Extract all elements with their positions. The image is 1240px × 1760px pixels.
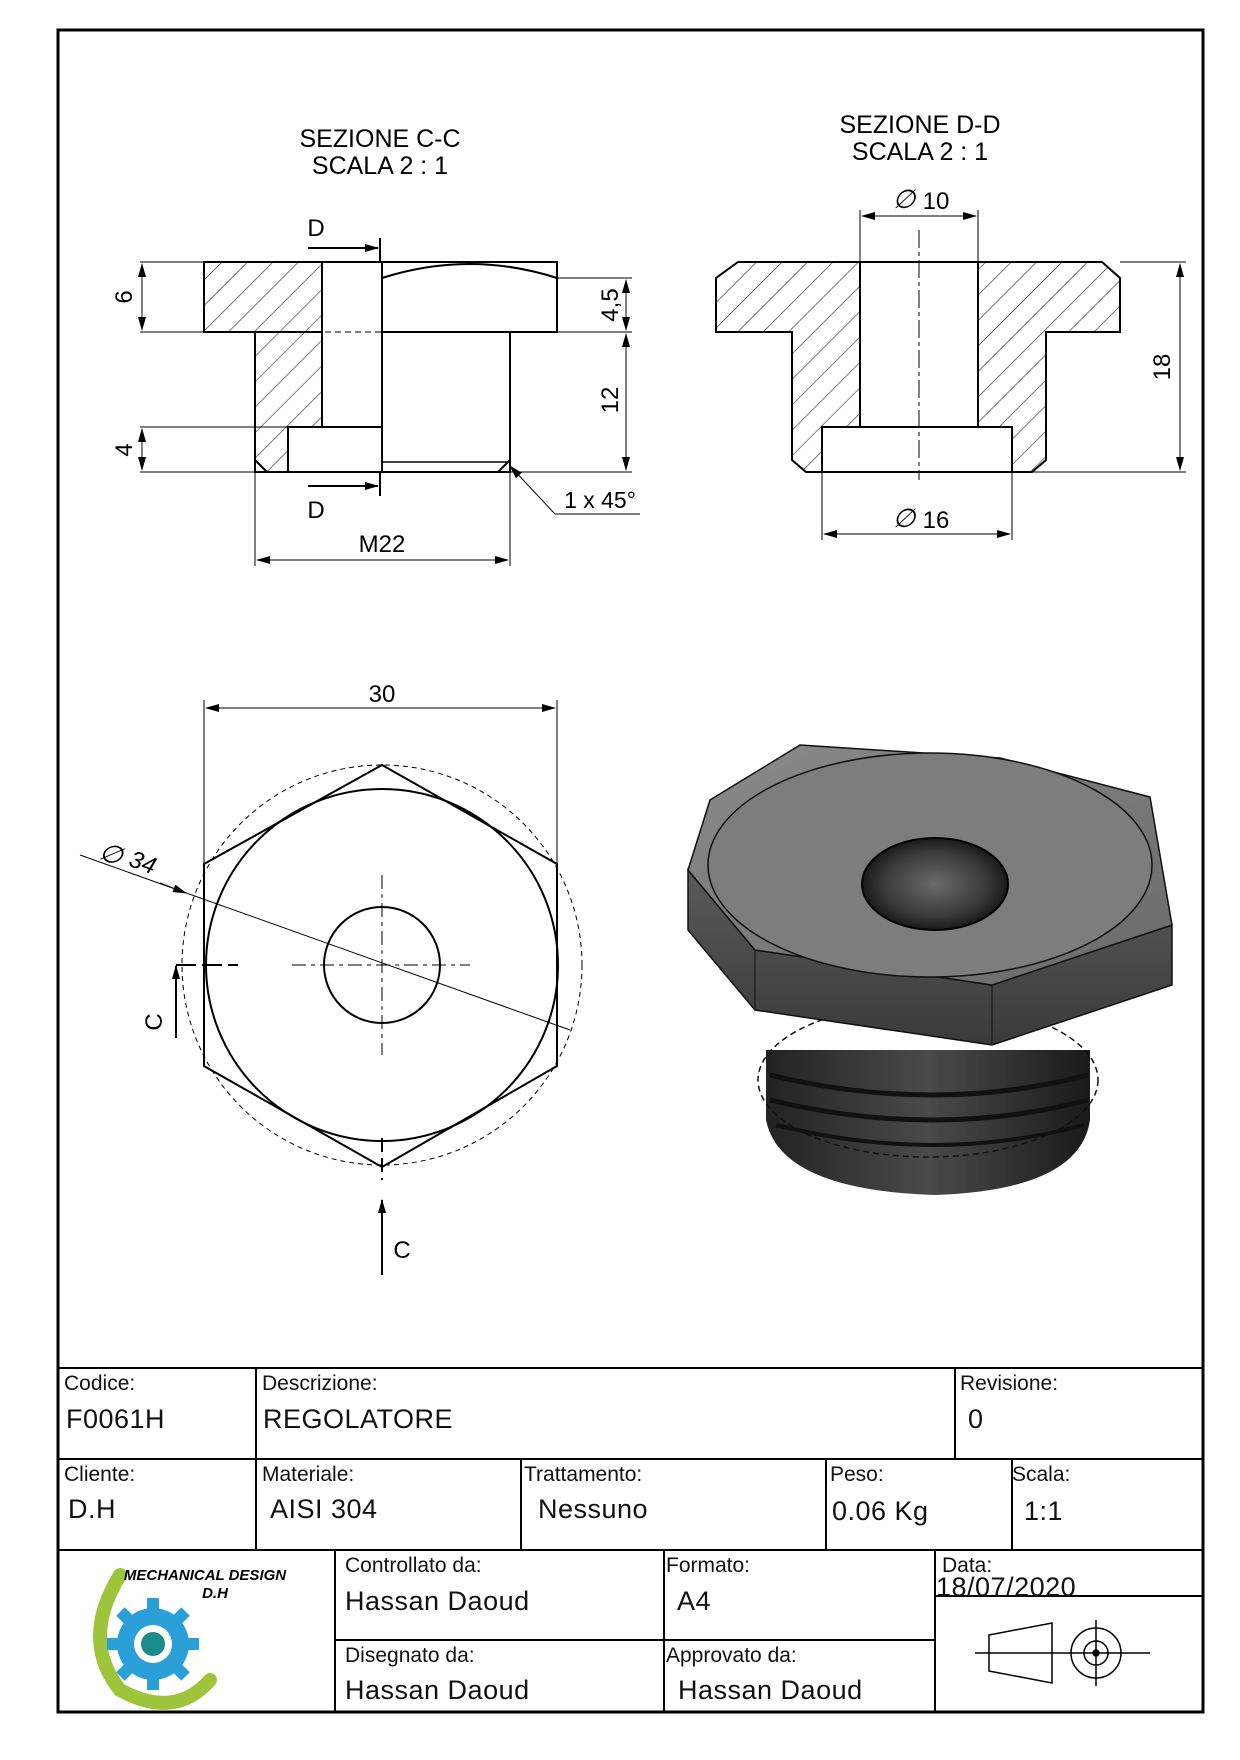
disegnato-label: Disegnato da:	[345, 1644, 475, 1667]
section-marker-d-top: D	[307, 215, 324, 242]
section-cc-scale: SCALA 2 : 1	[312, 152, 448, 180]
formato-label: Formato:	[666, 1554, 751, 1577]
data-label: Data:	[942, 1554, 993, 1577]
dim-bore-symbol: ∅	[893, 184, 917, 214]
dim-circle-symbol: ∅	[95, 836, 128, 872]
mechanical-design-logo: MECHANICAL DESIGN D.H	[93, 1567, 287, 1710]
materiale-value: AISI 304	[270, 1494, 378, 1524]
descrizione-value: REGOLATORE	[263, 1404, 454, 1434]
dim-thread: M22	[359, 531, 406, 558]
sheet-border	[56, 28, 1205, 1714]
dim-counterbore: 16	[923, 507, 950, 534]
codice-value: F0061H	[66, 1404, 166, 1434]
logo-text-line2: D.H	[202, 1585, 229, 1602]
revisione-label: Revisione:	[960, 1372, 1059, 1395]
data-value: 18/07/2020	[936, 1572, 1077, 1602]
section-dd-title: SEZIONE D-D	[839, 111, 1000, 139]
first-angle-projection-symbol	[975, 1620, 1150, 1686]
logo-text-line1: MECHANICAL DESIGN	[124, 1567, 287, 1584]
descrizione-label: Descrizione:	[262, 1372, 378, 1395]
dim-circle: 34	[125, 846, 159, 881]
dim-bore: 10	[923, 188, 950, 215]
revisione-value: 0	[968, 1404, 984, 1434]
section-cc-view: SEZIONE C-C SCALA 2 : 1 D D 6	[111, 125, 640, 566]
peso-label: Peso:	[830, 1463, 884, 1486]
section-marker-d-bottom: D	[307, 497, 324, 524]
section-marker-c-bottom: C	[393, 1237, 410, 1264]
disegnato-value: Hassan Daoud	[345, 1675, 530, 1705]
controllato-label: Controllato da:	[345, 1554, 482, 1577]
formato-value: A4	[677, 1586, 712, 1616]
dim-counterbore-symbol: ∅	[893, 503, 917, 533]
scala-label: Scala:	[1012, 1463, 1071, 1486]
peso-value: 0.06 Kg	[832, 1496, 929, 1526]
approvato-label: Approvato da:	[666, 1644, 797, 1667]
cliente-label: Cliente:	[64, 1463, 136, 1486]
trattamento-label: Trattamento:	[524, 1463, 643, 1486]
dim-bottom-height: 4	[111, 443, 138, 456]
dim-top-chamfer: 4,5	[597, 288, 624, 321]
section-dd-view: SEZIONE D-D SCALA 2 : 1 ∅ 10 ∅ 16 18	[715, 111, 1186, 540]
approvato-value: Hassan Daoud	[678, 1675, 863, 1705]
dim-chamfer: 1 x 45°	[564, 487, 636, 513]
materiale-label: Materiale:	[262, 1463, 355, 1486]
isometric-render	[687, 744, 1173, 1195]
cliente-value: D.H	[68, 1494, 116, 1524]
scala-value: 1:1	[1024, 1496, 1064, 1526]
section-cc-title: SEZIONE C-C	[299, 125, 460, 153]
codice-label: Codice:	[64, 1372, 136, 1395]
section-marker-c-left: C	[141, 1013, 168, 1030]
front-view: 30 ∅ 34 C C	[79, 681, 583, 1275]
dim-body-height: 12	[597, 387, 624, 414]
dim-flange-height: 6	[111, 290, 138, 303]
dim-across-flats: 30	[369, 681, 396, 708]
dim-total-height: 18	[1149, 354, 1176, 381]
trattamento-value: Nessuno	[538, 1494, 649, 1524]
title-block-grid	[58, 1367, 1203, 1712]
section-dd-scale: SCALA 2 : 1	[852, 138, 988, 166]
controllato-value: Hassan Daoud	[345, 1586, 530, 1616]
gear-icon	[107, 1598, 199, 1690]
